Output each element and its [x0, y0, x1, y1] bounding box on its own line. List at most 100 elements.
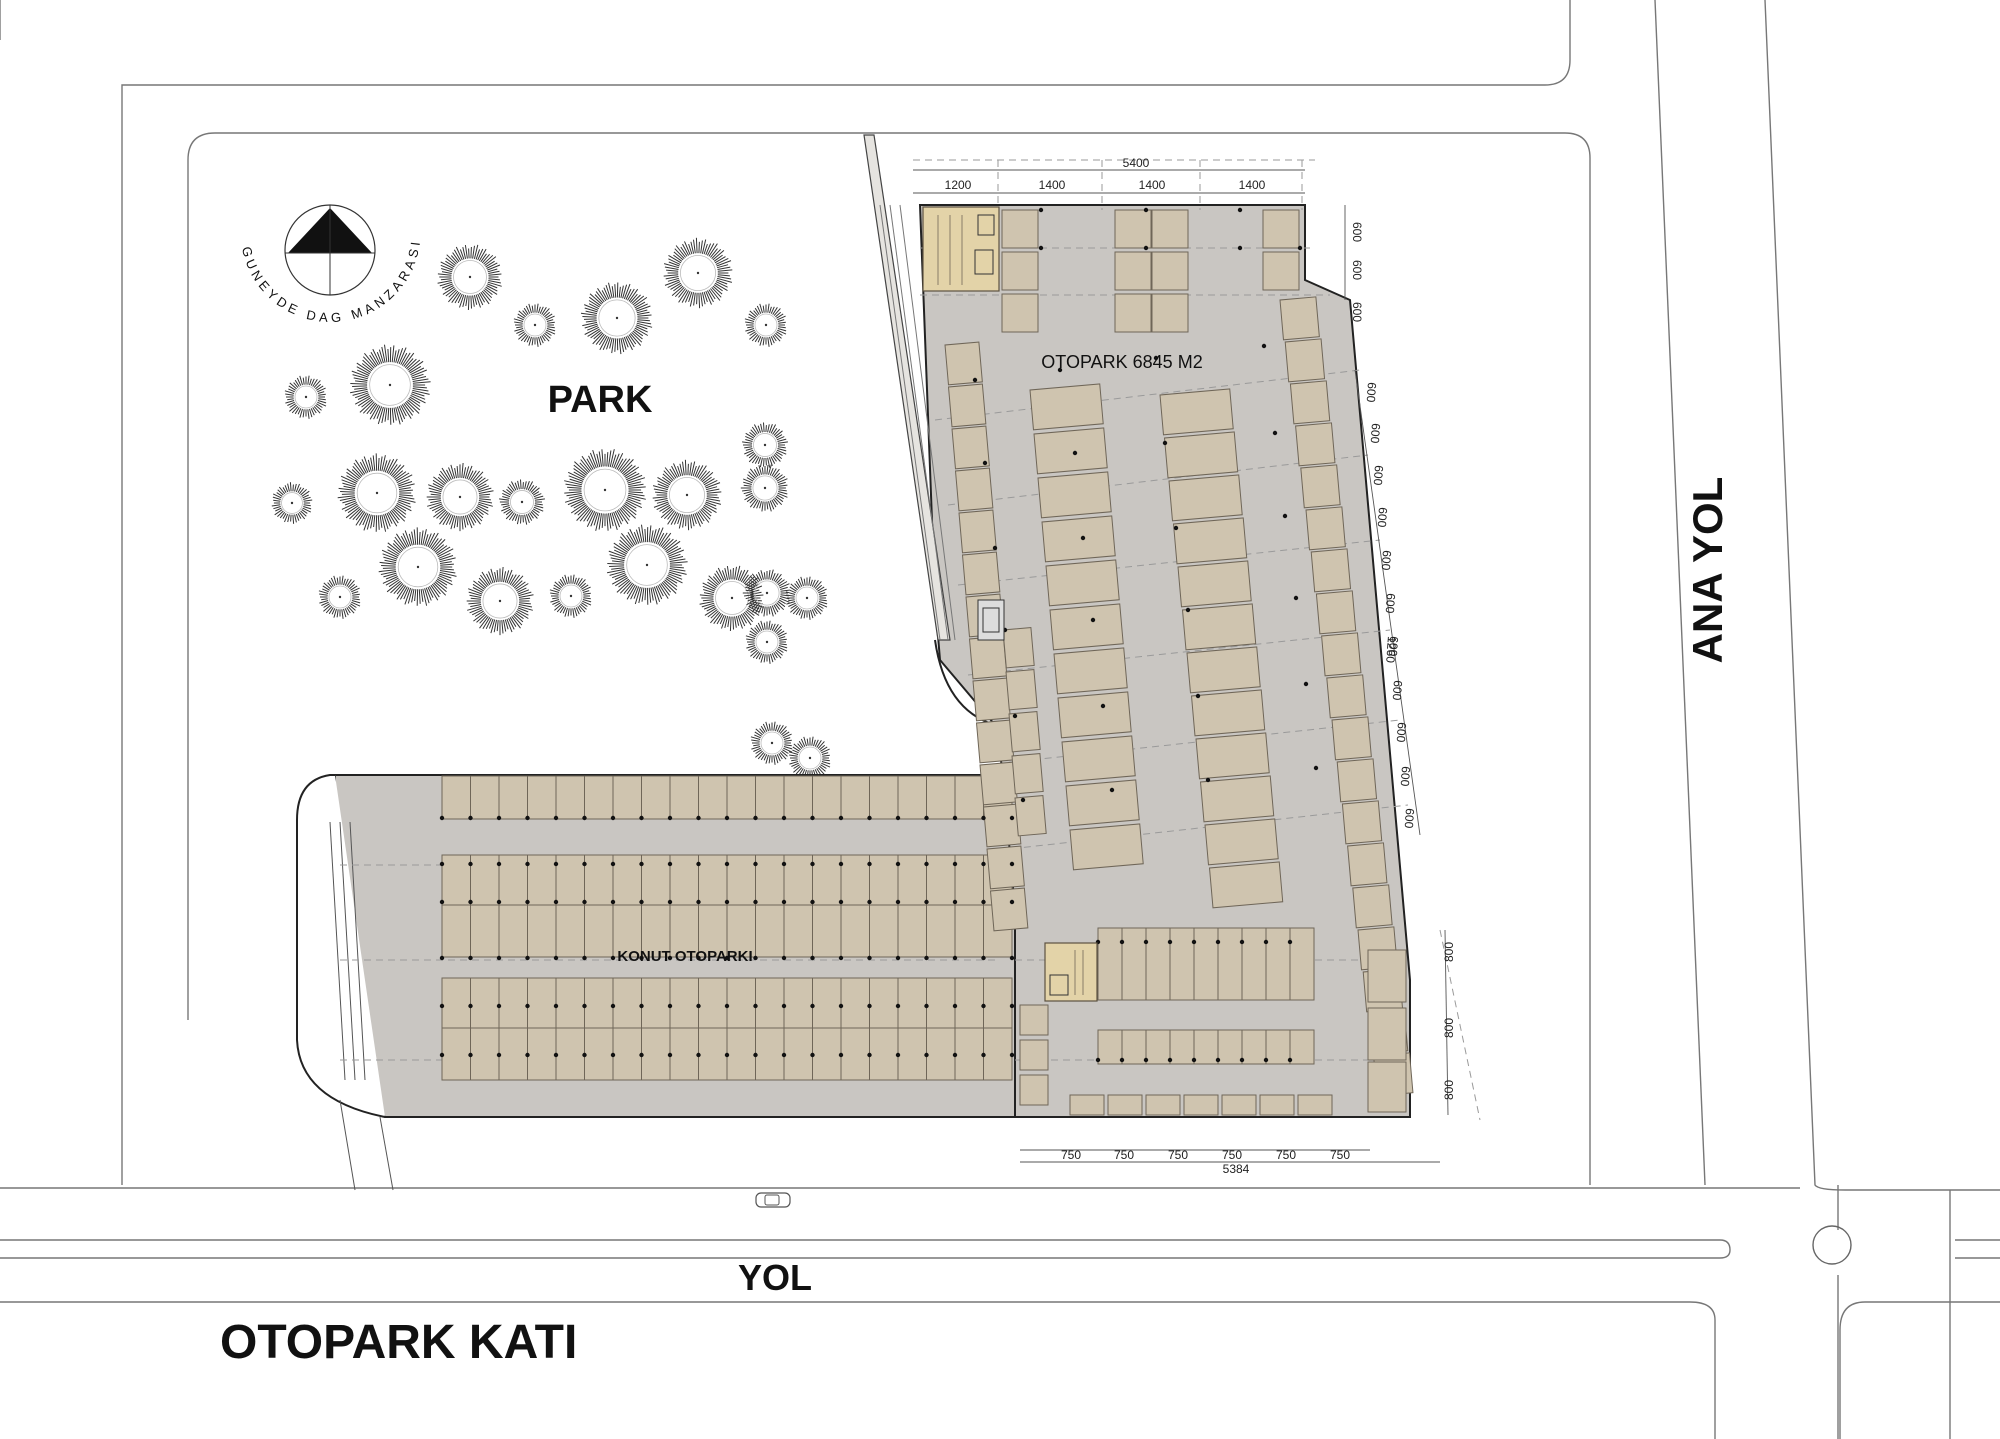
- tree-icon: [513, 303, 556, 347]
- column-dot: [582, 861, 587, 867]
- column-dot: [1287, 1057, 1293, 1063]
- column-dot: [439, 815, 445, 821]
- tree-icon: [750, 721, 793, 765]
- dim-right-lower-1: 800: [1442, 942, 1456, 962]
- column-dot: [952, 955, 958, 961]
- parking-slot: [726, 977, 756, 1029]
- column-dot: [1143, 939, 1149, 945]
- parking-slot: [812, 1027, 842, 1081]
- parking-slot: [555, 977, 585, 1029]
- parking-slot: [1326, 674, 1367, 719]
- parking-slot: [1145, 1094, 1181, 1116]
- column-dot: [1282, 513, 1288, 519]
- parking-slot: [470, 904, 500, 958]
- parking-slot: [755, 977, 785, 1029]
- parking-slot: [1193, 927, 1219, 1001]
- parking-slot: [1284, 338, 1326, 383]
- parking-slot: [698, 1027, 728, 1081]
- dim-bottom-4: 750: [1222, 1148, 1242, 1162]
- column-dot: [753, 1003, 758, 1009]
- column-dot: [810, 1003, 815, 1009]
- parking-slot: [1001, 293, 1039, 333]
- column-dot: [867, 861, 872, 867]
- column-dot: [952, 899, 958, 905]
- ana-yol-label: ANA YOL: [1684, 477, 1731, 664]
- parking-slot: [1014, 795, 1047, 837]
- parking-slot: [470, 854, 500, 906]
- parking-slot: [897, 977, 927, 1029]
- column-dot: [1261, 343, 1267, 349]
- parking-slot: [869, 854, 899, 906]
- stair-core-top: [922, 206, 1000, 292]
- parking-slot: [1204, 818, 1279, 866]
- column-dot: [525, 955, 530, 961]
- parking-slot: [1241, 1029, 1267, 1065]
- parking-slot: [441, 904, 471, 958]
- column-dot: [1293, 595, 1299, 601]
- column-dot: [972, 377, 978, 383]
- parking-slot: [584, 904, 614, 958]
- north-arrow-icon: [284, 204, 376, 296]
- column-dot: [468, 1052, 473, 1058]
- parking-slot: [441, 1027, 471, 1081]
- column-dot: [496, 1052, 502, 1058]
- parking-slot: [669, 904, 699, 958]
- column-dot: [1185, 607, 1191, 613]
- column-dot: [810, 815, 815, 821]
- tree-icon: [271, 482, 313, 524]
- tree-icon: [350, 344, 431, 425]
- column-dot: [667, 815, 673, 821]
- column-dot: [525, 1052, 530, 1058]
- column-dot: [553, 1052, 559, 1058]
- tree-icon: [466, 566, 534, 636]
- parking-slot: [1177, 560, 1252, 608]
- column-dot: [724, 1052, 730, 1058]
- column-dot: [610, 1003, 616, 1009]
- column-dot: [867, 955, 872, 961]
- parking-slot: [527, 1027, 557, 1081]
- dim-right-mid-10: 600: [1398, 766, 1413, 787]
- parking-slot: [1121, 927, 1147, 1001]
- parking-slot: [1001, 209, 1039, 249]
- konut-otoparki-label: KONUT OTOPARKI: [617, 948, 752, 965]
- stair-core-middle: [977, 599, 1005, 641]
- parking-slot: [641, 904, 671, 958]
- column-dot: [781, 1003, 787, 1009]
- parking-slot: [1217, 927, 1243, 1001]
- parking-slot: [1279, 296, 1320, 341]
- parking-slot: [498, 904, 528, 958]
- yol-label: YOL: [738, 1257, 812, 1298]
- column-dot: [582, 899, 587, 905]
- parking-slot: [555, 904, 585, 958]
- column-dot: [496, 815, 502, 821]
- column-dot: [1215, 1057, 1221, 1063]
- parking-slot: [1041, 515, 1116, 563]
- column-dot: [468, 1003, 473, 1009]
- parking-slot: [1002, 627, 1035, 669]
- column-dot: [724, 955, 730, 961]
- column-dot: [610, 815, 616, 821]
- parking-slot: [669, 854, 699, 906]
- column-dot: [553, 1003, 559, 1009]
- tree-icon: [742, 569, 790, 617]
- parking-slot: [1265, 927, 1291, 1001]
- tree-icon: [580, 282, 653, 355]
- parking-slot: [1097, 1029, 1123, 1065]
- column-dot: [867, 815, 872, 821]
- parking-slot: [1097, 927, 1123, 1001]
- dim-right-lower-2: 800: [1442, 1018, 1456, 1038]
- parking-slots: [441, 209, 1414, 1116]
- parking-slot: [1145, 1029, 1171, 1065]
- parking-slot: [669, 1027, 699, 1081]
- parking-slot: [982, 803, 1022, 848]
- parking-slot: [1199, 775, 1275, 823]
- column-dot: [553, 955, 559, 961]
- column-dot: [924, 955, 929, 961]
- parking-slot: [954, 854, 984, 906]
- column-dot: [1009, 1003, 1015, 1009]
- column-dot: [1239, 939, 1245, 945]
- column-dot: [1237, 245, 1243, 251]
- column-dot: [1038, 245, 1044, 251]
- parking-slot: [470, 1027, 500, 1081]
- column-dot: [1072, 450, 1078, 456]
